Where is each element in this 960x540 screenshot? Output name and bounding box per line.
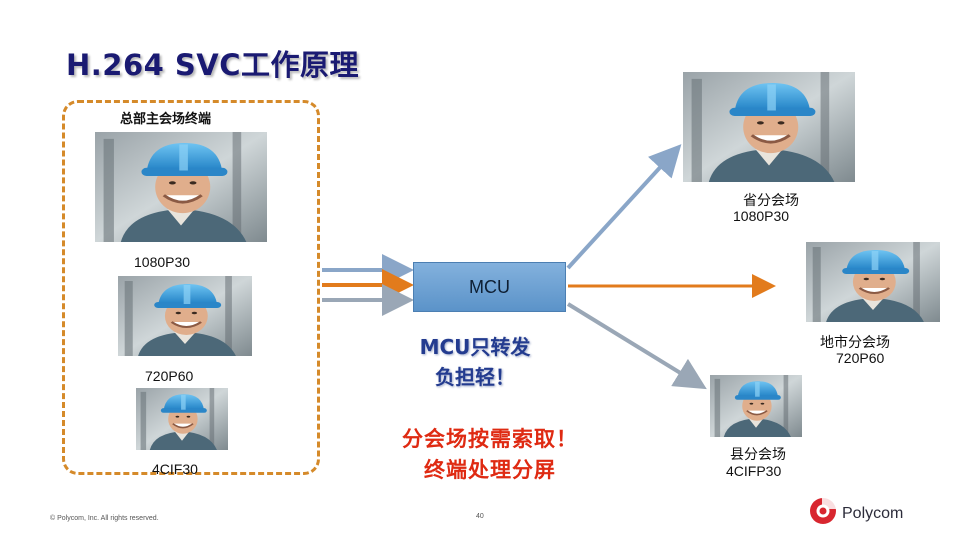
province-site-name: 省分会场	[743, 192, 799, 208]
mcu-box: MCU	[413, 262, 566, 312]
worker-photo-icon	[118, 276, 252, 356]
mcu-note: MCU只转发 负担轻！	[395, 332, 555, 392]
branch-note-line2: 终端处理分屏	[424, 458, 556, 482]
city-site-name: 地市分会场	[820, 334, 890, 350]
hq-4cif-res-label: 4CIF30	[152, 461, 198, 477]
province-video-image	[683, 72, 855, 182]
hq-terminal-label: 总部主会场终端	[120, 111, 212, 126]
county-site-name: 县分会场	[730, 446, 786, 462]
mcu-label: MCU	[469, 276, 510, 297]
hq-1080p-video-image	[95, 132, 267, 242]
branch-note-line1: 分会场按需索取！	[402, 427, 578, 451]
worker-photo-icon	[95, 132, 267, 242]
hq-terminal-group	[62, 100, 320, 475]
footer-page-number: 40	[476, 513, 484, 520]
hq-4cif-video-image	[136, 388, 228, 450]
hq-1080p-res-label: 1080P30	[134, 254, 191, 270]
city-video-image	[806, 242, 940, 322]
branch-note: 分会场按需索取！ 终端处理分屏	[375, 424, 605, 486]
city-site-res: 720P60	[836, 350, 885, 366]
hq-720p-video-image	[118, 276, 252, 356]
page-title: H.264 SVC工作原理	[66, 48, 360, 82]
county-site-res: 4CIFP30	[726, 463, 782, 479]
hq-720p-res-label: 720P60	[145, 368, 194, 384]
footer-copyright: © Polycom, Inc. All rights reserved.	[50, 515, 159, 522]
county-video-image	[710, 375, 802, 437]
worker-photo-icon	[710, 375, 802, 437]
polycom-logo-text: Polycom	[842, 505, 904, 522]
mcu-note-line2: 负担轻！	[435, 365, 515, 389]
polycom-logo-icon	[810, 498, 836, 524]
to-county-arrow	[566, 302, 707, 390]
worker-photo-icon	[683, 72, 855, 182]
mcu-note-line1: MCU只转发	[419, 335, 531, 359]
to-province-arrow	[566, 144, 682, 270]
province-site-res: 1080P30	[733, 208, 790, 224]
worker-photo-icon	[136, 388, 228, 450]
worker-photo-icon	[806, 242, 940, 322]
